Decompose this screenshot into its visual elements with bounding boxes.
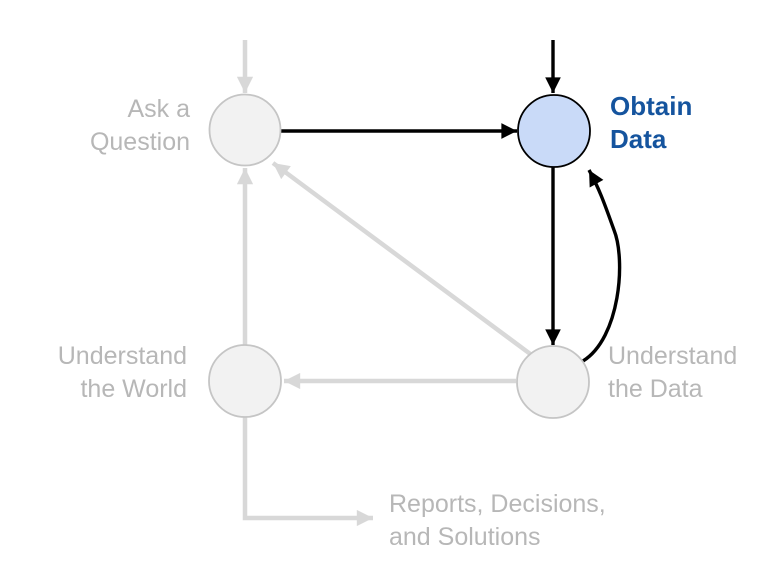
inactive-edges — [236, 40, 535, 527]
node-understand-the-world-circle — [208, 344, 282, 418]
label-obtain-data: Obtain Data — [610, 91, 693, 154]
label-understand-the-data: Understand the Data — [608, 342, 738, 403]
label-reports-decisions-and-solutions: Reports, Decisions, and Solutions — [389, 490, 606, 551]
node-ask-a-question-circle — [208, 93, 282, 167]
active-edges — [281, 40, 622, 363]
edge-understand-the-data-to-ask-a-question — [271, 161, 535, 358]
label-understand-the-world: Understand the World — [57, 342, 187, 403]
nodes — [208, 93, 591, 419]
node-obtain-data-circle — [517, 94, 591, 168]
node-understand-the-data-circle — [516, 345, 590, 419]
label-ask-a-question: Ask a Question — [89, 95, 190, 156]
edge-understand-the-data-to-obtain-data-curved — [582, 169, 622, 363]
edge-understand-the-world-to-reports — [242, 417, 373, 527]
